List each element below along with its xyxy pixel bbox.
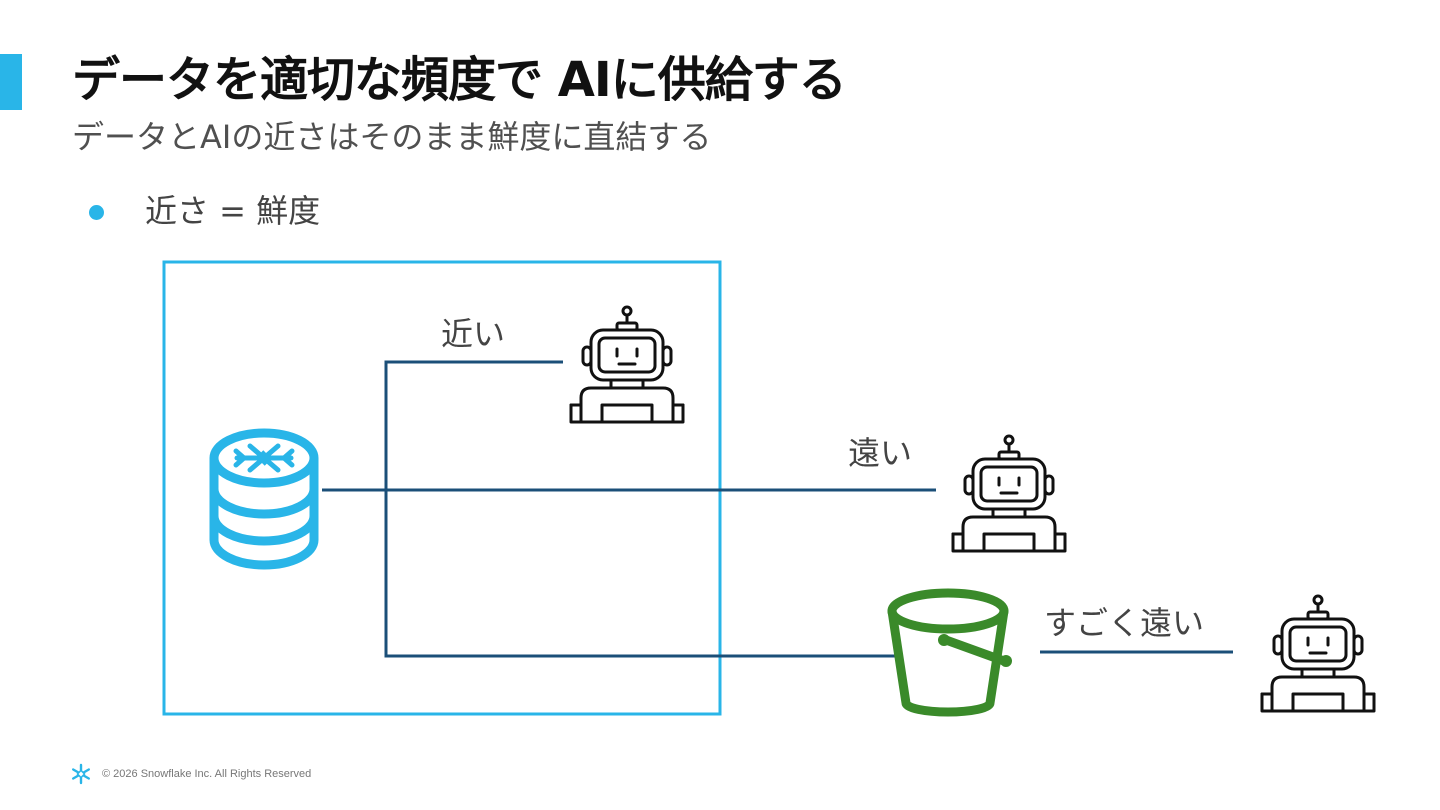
connector-near (384, 360, 895, 658)
snowflake-database-icon (209, 428, 319, 570)
label-very-far: すごく遠い (1044, 604, 1205, 642)
connectors (322, 360, 1233, 658)
snowflake-boundary-box (162, 260, 722, 716)
slide-subtitle: データとAIの近さはそのまま鮮度に直結する (72, 118, 712, 156)
robot-icon-far (951, 434, 1067, 553)
label-far: 遠い (848, 434, 913, 472)
snowflake-logo-icon (71, 763, 91, 785)
bullet-text: 近さ = 鮮度 (145, 192, 321, 230)
robot-icon-very-far (1260, 594, 1376, 713)
label-near: 近い (441, 315, 506, 353)
bullet-dot (89, 205, 104, 220)
footer: © 2026 Snowflake Inc. All Rights Reserve… (70, 762, 311, 786)
slide-title: データを適切な頻度で AIに供給する (72, 52, 847, 108)
robot-icon-near (569, 305, 685, 424)
accent-bar (0, 54, 22, 110)
bucket-icon (887, 588, 1012, 717)
copyright-text: © 2026 Snowflake Inc. All Rights Reserve… (102, 768, 312, 780)
